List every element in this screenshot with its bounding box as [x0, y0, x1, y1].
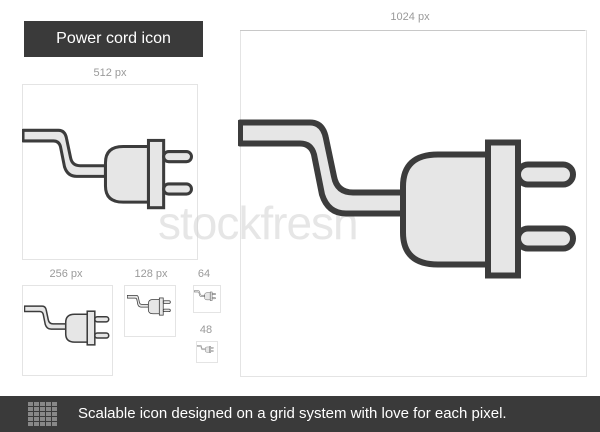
size-label-128: 128 px	[134, 268, 168, 280]
dimension-line-1024	[240, 30, 585, 31]
icon-title: Power cord icon	[24, 21, 203, 57]
size-label-256: 256 px	[49, 268, 83, 280]
grid-logo-icon	[28, 402, 57, 426]
size-label-512: 512 px	[93, 67, 127, 79]
size-label-1024: 1024 px	[390, 11, 430, 23]
power-cord-icon-48	[197, 345, 214, 353]
grid-48	[196, 341, 218, 363]
power-cord-icon-128	[127, 294, 171, 316]
size-label-48: 48	[199, 324, 213, 336]
grid-256	[22, 285, 113, 376]
grid-512	[22, 84, 198, 260]
grid-128	[124, 285, 176, 337]
power-cord-icon-512	[22, 126, 194, 210]
power-cord-icon-64	[194, 290, 216, 301]
grid-64	[193, 285, 221, 313]
footer-bar: Scalable icon designed on a grid system …	[0, 396, 600, 432]
power-cord-icon-1024	[238, 112, 578, 282]
footer-text: Scalable icon designed on a grid system …	[78, 405, 507, 422]
power-cord-icon-256	[24, 304, 110, 346]
size-label-64: 64	[197, 268, 211, 280]
